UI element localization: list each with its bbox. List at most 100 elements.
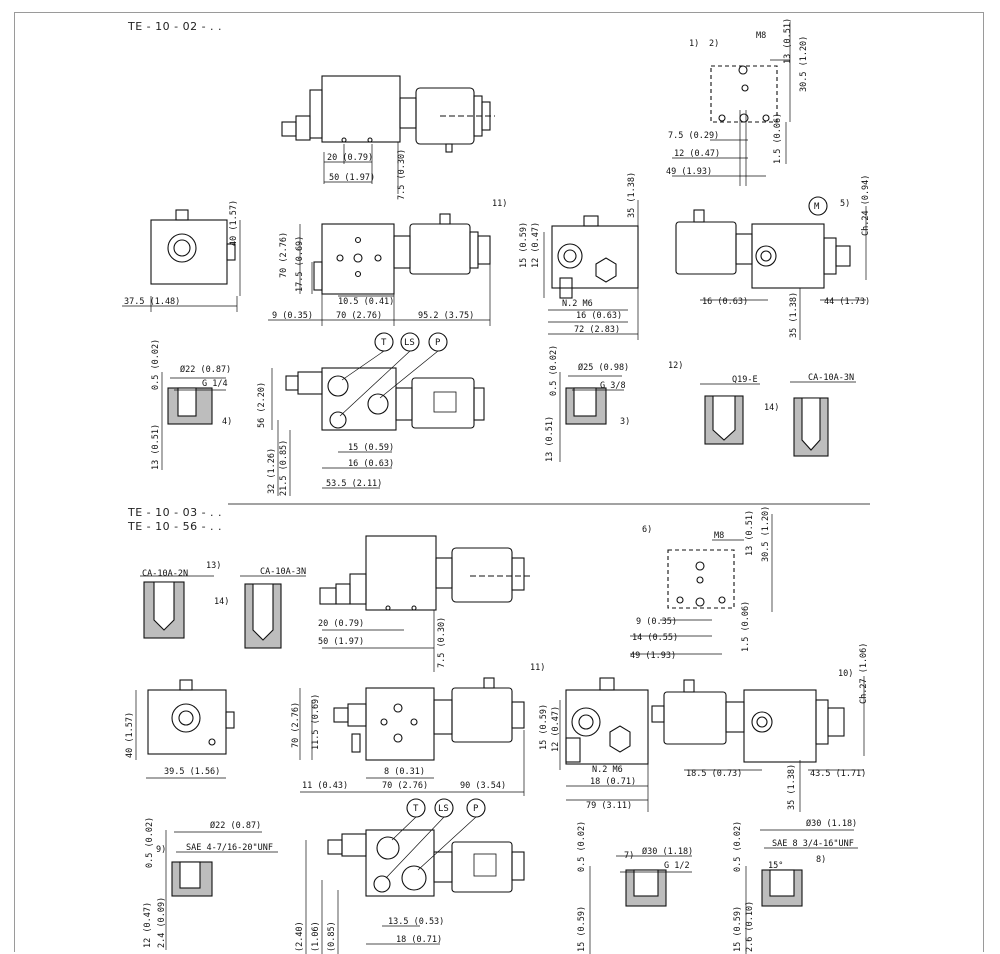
dim-s2-center-h3: 90 (3.54): [460, 781, 506, 791]
dim-s2-pattern-v0: 13 (0.51): [745, 510, 755, 556]
valve-front-lower-2: [305, 798, 525, 954]
valve-side-view-1: [543, 200, 639, 340]
ref-1: 1): [689, 39, 699, 49]
dim-s1-center-h3: 95.2 (3.75): [418, 311, 474, 321]
cavity-ca10a3n-1: [790, 381, 856, 457]
ref-11-a: 11): [492, 199, 507, 209]
dim-s1-front-h0: 15 (0.59): [348, 443, 394, 453]
dim-s2-center-v1: 11.5 (0.69): [311, 694, 321, 750]
ref-12: 12): [668, 361, 683, 371]
port-detail-1: [161, 372, 226, 470]
cavity-q19e: [700, 383, 760, 445]
ref-7: 7): [624, 851, 634, 861]
dim-s1-left-v0: 40 (1.57): [229, 200, 239, 246]
valve-front-lower-1: [271, 332, 485, 496]
cav-s1-ca10a3n: CA-10A-3N: [808, 373, 854, 383]
valve-right-view-1: [675, 196, 867, 340]
dim-s2-side-h0: N.2 M6: [592, 765, 623, 775]
ref-5: 5): [840, 199, 850, 209]
ref-2: 2): [709, 39, 719, 49]
port-label-ls-1: LS: [404, 338, 415, 348]
dim-s2-side-h1: 18 (0.71): [590, 777, 636, 787]
dim-s2-front-h0: 13.5 (0.53): [388, 917, 444, 927]
dim-s1-port2-v1: 13 (0.51): [545, 416, 555, 462]
ref-9: 9): [156, 845, 166, 855]
dim-s1-pattern-h1: 7.5 (0.29): [668, 131, 719, 141]
dim-s1-side-v0: 35 (1.38): [627, 172, 637, 218]
ref-10: 10): [838, 669, 853, 679]
dim-s1-left-h0: 37.5 (1.48): [124, 297, 180, 307]
dim-s2-center-h2: 70 (2.76): [382, 781, 428, 791]
valve-front-view-2: [299, 677, 525, 796]
port-label-p-2: P: [473, 804, 479, 814]
dim-s2-port2-h0: Ø30 (1.18): [642, 846, 693, 857]
dim-s2-port2-v0: 0.5 (0.02): [577, 821, 587, 872]
dim-s2-port3-v2: 2.6 (0.10): [745, 901, 755, 952]
dim-s1-top-h0: 20 (0.79): [327, 153, 373, 163]
dim-s1-top-h1: 50 (1.97): [329, 173, 375, 183]
dim-s1-center-h1: 9 (0.35): [272, 311, 313, 321]
dim-s1-right-h1: 44 (1.73): [824, 297, 870, 307]
dim-s1-right-v1: 35 (1.38): [789, 292, 799, 338]
dim-s1-pattern-v1: 30.5 (1.20): [799, 36, 809, 92]
dim-s2-right-v1: 35 (1.38): [787, 764, 797, 810]
cavity-ca10a2n: [140, 575, 214, 639]
port-detail-4: [589, 855, 692, 954]
dim-s1-front-h2: 53.5 (2.11): [326, 479, 382, 489]
dim-s1-side-v2: 12 (0.47): [531, 222, 541, 268]
ref-8: 8): [816, 855, 826, 865]
dim-s2-port1-v1: 12 (0.47): [143, 902, 153, 948]
valve-right-view-2: [651, 676, 865, 812]
dim-s1-side-h1: 16 (0.63): [576, 311, 622, 321]
dim-s1-port1-v1: 13 (0.51): [151, 424, 161, 470]
dim-s2-port3-v1: 15 (0.59): [733, 906, 743, 952]
dim-s1-port2-h0: Ø25 (0.98): [578, 362, 629, 373]
valve-top-view-1: [281, 75, 495, 153]
dim-s1-port1-v0: 0.5 (0.02): [151, 339, 161, 390]
dims-top-1: [323, 142, 399, 194]
ref-6: 6): [642, 525, 652, 535]
dim-s1-pattern-v2: 1.5 (0.06): [773, 113, 783, 164]
dim-s2-port1-h0: Ø22 (0.87): [210, 820, 261, 831]
dim-s2-pattern-h0: M8: [714, 531, 724, 541]
dim-s1-port1-h0: Ø22 (0.87): [180, 364, 231, 375]
dim-s1-center-v0: 70 (2.76): [279, 232, 289, 278]
port-label-t-2: T: [413, 804, 419, 814]
ref-14-a: 14): [764, 403, 779, 413]
dim-s2-center-v0: 70 (2.76): [291, 702, 301, 748]
dim-s2-front-h1: 18 (0.71): [396, 935, 442, 945]
dim-s1-front-v2: 21.5 (0.85): [279, 440, 289, 496]
dim-s1-pattern-h0: M8: [756, 31, 766, 41]
dim-s2-front-v1: (1.06): [311, 921, 321, 952]
dim-s1-top-v0: 7.5 (0.30): [397, 149, 407, 200]
ref-13: 13): [206, 561, 221, 571]
dim-s1-front-v1: 32 (1.26): [267, 448, 277, 494]
ref-11-b: 11): [530, 663, 545, 673]
dim-s1-center-h0: 10.5 (0.41): [338, 297, 394, 307]
port-label-p-1: P: [435, 338, 441, 348]
dim-s1-side-h0: N.2 M6: [562, 299, 593, 309]
dim-s2-pattern-v2: 1.5 (0.06): [741, 601, 751, 652]
dim-s1-right-v0: Ch.24 (0.94): [861, 175, 871, 236]
dim-s2-port3-v0: 0.5 (0.02): [733, 821, 743, 872]
dim-s1-pattern-h3: 49 (1.93): [666, 167, 712, 177]
dim-s2-pattern-h1: 9 (0.35): [636, 617, 677, 627]
dim-s1-side-v1: 15 (0.59): [519, 222, 529, 268]
cav-s1-q19e: Q19-E: [732, 375, 758, 385]
port-label-m: M: [814, 202, 820, 212]
dim-s1-pattern-h2: 12 (0.47): [674, 149, 720, 159]
dim-s2-right-v0: Ch.27 (1.06): [859, 643, 869, 704]
dim-s2-top-h0: 20 (0.79): [318, 619, 364, 629]
ref-3: 3): [620, 417, 630, 427]
dim-s2-top-v0: 7.5 (0.30): [437, 617, 447, 668]
dim-s2-side-v0: 15 (0.59): [539, 704, 549, 750]
dim-s2-left-h0: 39.5 (1.56): [164, 767, 220, 777]
dim-s2-side-h2: 79 (3.11): [586, 801, 632, 811]
hole-pattern-2: [630, 514, 773, 655]
cav-s2-ca10a2n: CA-10A-2N: [142, 569, 188, 579]
dim-s2-port3-h2: 15°: [768, 861, 783, 871]
dim-s2-port1-v2: 2.4 (0.09): [157, 897, 167, 948]
cavity-ca10a3n-2: [240, 575, 306, 649]
